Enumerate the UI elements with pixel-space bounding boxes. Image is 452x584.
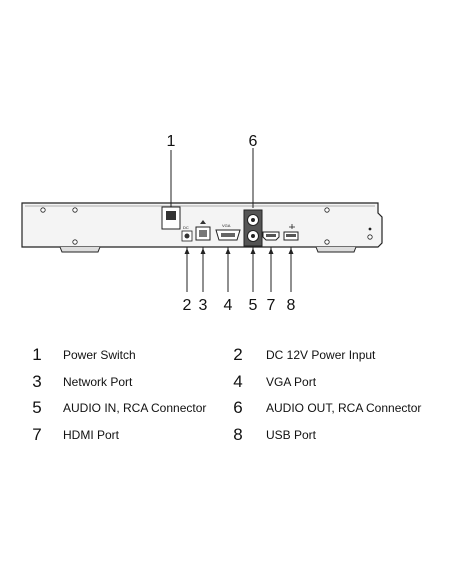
usb-port-inner	[286, 234, 296, 237]
callout-number: 1	[167, 133, 176, 150]
usb-icon	[289, 224, 295, 229]
screw	[72, 239, 78, 245]
legend-label: HDMI Port	[63, 428, 120, 442]
ground-terminal	[368, 227, 372, 231]
power-switch-rocker	[166, 211, 176, 220]
vga-port-mark: VGA	[222, 223, 231, 228]
legend-number: 8	[233, 425, 243, 444]
left-foot	[59, 246, 101, 253]
audio-out-rca-center	[251, 218, 255, 222]
screw	[40, 207, 46, 213]
network-port-inner	[199, 230, 207, 237]
ground-mark	[367, 234, 373, 240]
legend-label: DC 12V Power Input	[266, 348, 376, 362]
screw	[324, 207, 330, 213]
screw	[324, 239, 330, 245]
callout-number: 8	[287, 297, 296, 314]
callout-number: 6	[249, 133, 258, 150]
callout-arrow-3	[200, 248, 206, 254]
legend-number: 3	[32, 372, 42, 391]
legend-label: USB Port	[266, 428, 317, 442]
network-icon	[200, 220, 206, 224]
legend-number: 6	[233, 398, 243, 417]
callout-number: 3	[199, 297, 208, 314]
legend-label: Network Port	[63, 375, 133, 389]
callout-arrow-4	[225, 248, 231, 254]
legend-label: AUDIO IN, RCA Connector	[63, 401, 207, 415]
callout-arrow-8	[288, 248, 294, 254]
legend-label: VGA Port	[266, 375, 317, 389]
right-foot	[315, 246, 357, 253]
hdmi-port-inner	[266, 234, 276, 237]
callout-number: 7	[267, 297, 276, 314]
legend-number: 4	[233, 372, 243, 391]
callout-number: 4	[224, 297, 233, 314]
legend-label: AUDIO OUT, RCA Connector	[266, 401, 422, 415]
screw	[72, 207, 78, 213]
callout-arrow-2	[184, 248, 190, 254]
callout-number: 2	[183, 297, 192, 314]
legend-label: Power Switch	[63, 348, 136, 362]
legend-number: 2	[233, 345, 243, 364]
callout-arrow-5	[250, 248, 256, 254]
dc-power-jack	[184, 233, 190, 239]
legend-number: 7	[32, 425, 42, 444]
callout-number: 5	[249, 297, 258, 314]
callout-arrow-7	[268, 248, 274, 254]
legend-number: 1	[32, 345, 42, 364]
dc-power-mark: DC	[183, 225, 189, 230]
legend-number: 5	[32, 398, 42, 417]
audio-in-rca-center	[251, 234, 255, 238]
vga-port-pins	[221, 233, 235, 237]
